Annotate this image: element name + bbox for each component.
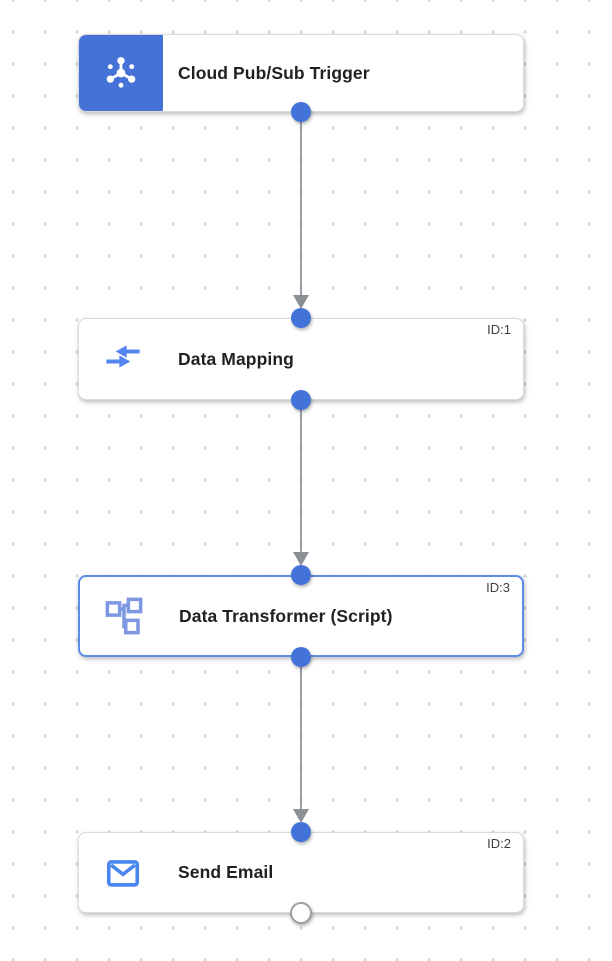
node-data-mapping[interactable]: ID:1 Data Mapping [78,318,524,400]
node-title: Data Mapping [178,348,294,369]
data-transformer-icon [102,594,146,638]
edge-arrowhead [293,295,309,309]
data-mapping-icon [101,337,145,381]
edge-mapping-to-transformer [300,400,302,561]
port-transformer-in[interactable] [291,565,311,585]
node-id-badge: ID:1 [487,322,511,337]
node-cloud-pubsub-trigger[interactable]: Cloud Pub/Sub Trigger [78,34,524,112]
send-email-icon [101,851,145,895]
node-title: Cloud Pub/Sub Trigger [178,62,370,83]
edge-arrowhead [293,809,309,823]
edge-trigger-to-mapping [300,112,302,304]
port-email-out-empty[interactable] [290,902,312,924]
node-id-badge: ID:2 [487,836,511,851]
node-send-email[interactable]: ID:2 Send Email [78,832,524,913]
node-data-transformer[interactable]: ID:3 Data Transformer (Script) [78,575,524,657]
port-mapping-out[interactable] [291,390,311,410]
edge-arrowhead [293,552,309,566]
pubsub-icon [100,52,142,94]
port-transformer-out[interactable] [291,647,311,667]
port-trigger-out[interactable] [291,102,311,122]
port-email-in[interactable] [291,822,311,842]
port-mapping-in[interactable] [291,308,311,328]
node-title: Data Transformer (Script) [179,605,393,626]
node-id-badge: ID:3 [486,580,510,595]
edge-transformer-to-email [300,657,302,818]
trigger-icon-block [79,35,163,111]
node-title: Send Email [178,862,274,882]
